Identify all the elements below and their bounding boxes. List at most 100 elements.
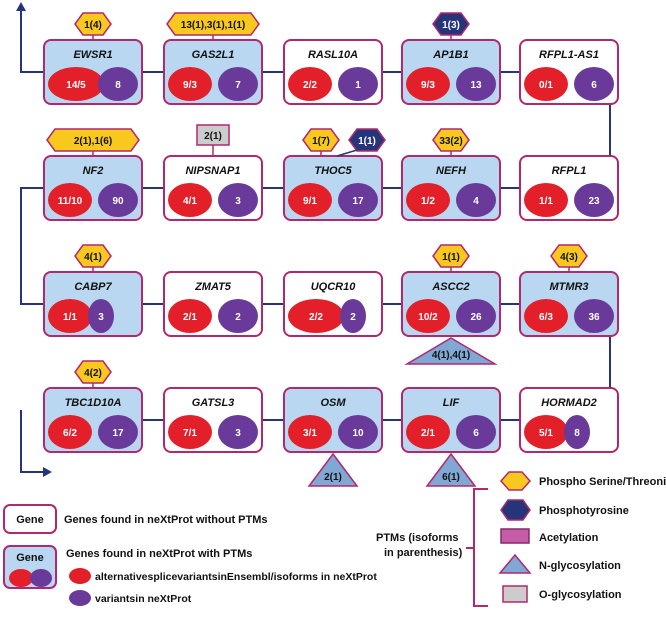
n-glyco-icon: [307, 452, 359, 487]
gene-name: NF2: [83, 165, 104, 177]
variant-ellipse: [574, 299, 614, 333]
gene-box-nipsnap1: NIPSNAP1 4/1 3: [163, 155, 263, 221]
gene-name: NEFH: [436, 165, 467, 177]
legend-ptm-group-line1: PTMs (isoforms: [376, 532, 459, 544]
gene-name: UQCR10: [311, 281, 357, 293]
ptm-marker-phospho-st-cabp7: 4(1): [74, 244, 112, 272]
legend-gene-word-plain: Gene: [16, 514, 44, 526]
legend-box-purple-ellipse: [30, 569, 52, 587]
gene-name: LIF: [443, 397, 460, 409]
splice-variant-ellipse: [48, 299, 92, 333]
legend-box-red-ellipse: [9, 569, 33, 587]
legend-purple-ellipse: [69, 590, 91, 606]
legend-phospho-tyr: Phosphotyrosine: [539, 505, 629, 517]
splice-variant-count: 9/3: [183, 80, 197, 91]
ptm-marker-phospho-st-ascc2: 1(1): [432, 244, 470, 272]
gene-name: OSM: [320, 397, 346, 409]
ptm-markers: 1(4)13(1),3(1),1(1)1(3)2(1),1(6)2(1)1(7)…: [46, 12, 588, 487]
splice-variant-count: 11/10: [58, 196, 83, 207]
gene-name: RFPL1: [552, 165, 587, 177]
gene-name: AP1B1: [432, 49, 468, 61]
splice-variant-count: 3/1: [303, 428, 317, 439]
phospho-st-icon: [302, 128, 340, 152]
ptm-connector: [336, 149, 358, 157]
phospho-tyr-icon: [432, 12, 470, 36]
variant-ellipse: [456, 183, 496, 217]
ptm-marker-o-glyco-nipsnap1: 2(1): [196, 124, 230, 156]
splice-variant-count: 2/1: [183, 312, 197, 323]
variant-count: 7: [235, 80, 241, 91]
splice-variant-ellipse: [168, 183, 212, 217]
variant-count: 8: [115, 80, 121, 91]
variant-ellipse: [574, 67, 614, 101]
variant-count: 3: [235, 428, 241, 439]
ptm-label: 4(3): [560, 252, 578, 263]
variant-ellipse: [218, 183, 258, 217]
legend-phospho-st-icon: [499, 471, 532, 491]
ptm-label: 1(4): [84, 20, 102, 31]
variant-ellipse: [338, 415, 378, 449]
splice-variant-count: 6/2: [63, 428, 77, 439]
ptm-marker-phospho-tyr-ap1b1: 1(3): [432, 12, 470, 40]
legend-purple-desc: variantsin neXtProt: [95, 593, 192, 605]
gene-name: EWSR1: [73, 49, 112, 61]
variant-count: 36: [588, 312, 600, 323]
splice-variant-count: 0/1: [539, 80, 553, 91]
variant-ellipse: [88, 299, 114, 333]
gene-name: RASL10A: [308, 49, 358, 61]
ptm-marker-phospho-st-mtmr3: 4(3): [550, 244, 588, 272]
legend-n-glyco: N-glycosylation: [539, 560, 621, 572]
legend-red-desc: alternativesplicevariantsinEnsembl/isofo…: [95, 571, 377, 583]
legend-with-ptms: Genes found in neXtProt with PTMs: [66, 548, 252, 560]
splice-variant-count: 1/1: [539, 196, 553, 207]
ptm-label: 13(1),3(1),1(1): [181, 20, 245, 31]
splice-variant-ellipse: [406, 299, 450, 333]
gene-name: NIPSNAP1: [185, 165, 240, 177]
splice-variant-ellipse: [524, 183, 568, 217]
gene-name: MTMR3: [549, 281, 588, 293]
variant-count: 6: [591, 80, 597, 91]
ptm-marker-phospho-st-ewsr1: 1(4): [74, 12, 112, 40]
gene-box-mtmr3: MTMR3 6/3 36: [519, 271, 619, 337]
ptm-label: 4(1): [84, 252, 102, 263]
splice-variant-ellipse: [524, 67, 568, 101]
legend-gene-word-ptm: Gene: [16, 552, 44, 564]
splice-variant-count: 6/3: [539, 312, 553, 323]
legend-n-glyco-icon: [498, 553, 532, 574]
splice-variant-ellipse: [48, 67, 104, 101]
variant-ellipse: [218, 415, 258, 449]
splice-variant-count: 4/1: [183, 196, 197, 207]
variant-count: 3: [235, 196, 241, 207]
variant-count: 13: [470, 80, 482, 91]
splice-variant-ellipse: [288, 415, 332, 449]
ptm-label: 33(2): [439, 136, 462, 147]
variant-ellipse: [98, 183, 138, 217]
variant-count: 2: [350, 312, 356, 323]
gene-box-gas2l1: GAS2L1 9/3 7: [163, 39, 263, 105]
splice-variant-ellipse: [168, 67, 212, 101]
splice-variant-ellipse: [48, 183, 92, 217]
ptm-marker-phospho-st-gas2l1: 13(1),3(1),1(1): [166, 12, 260, 40]
gene-name: ZMAT5: [194, 281, 232, 293]
splice-variant-count: 1/2: [421, 196, 435, 207]
ptm-marker-phospho-st-tbc1d10a: 4(2): [74, 360, 112, 388]
ptm-marker-phospho-st-thoc5: 1(7): [302, 128, 340, 156]
variant-ellipse: [218, 299, 258, 333]
phospho-st-icon: [166, 12, 260, 36]
variant-ellipse: [456, 67, 496, 101]
splice-variant-count: 10/2: [418, 312, 438, 323]
gene-name: GATSL3: [192, 397, 235, 409]
ptm-label: 2(1): [204, 131, 222, 142]
gene-name: CABP7: [74, 281, 112, 293]
legend-acetylation-icon: [500, 528, 530, 544]
gene-name: GAS2L1: [192, 49, 235, 61]
